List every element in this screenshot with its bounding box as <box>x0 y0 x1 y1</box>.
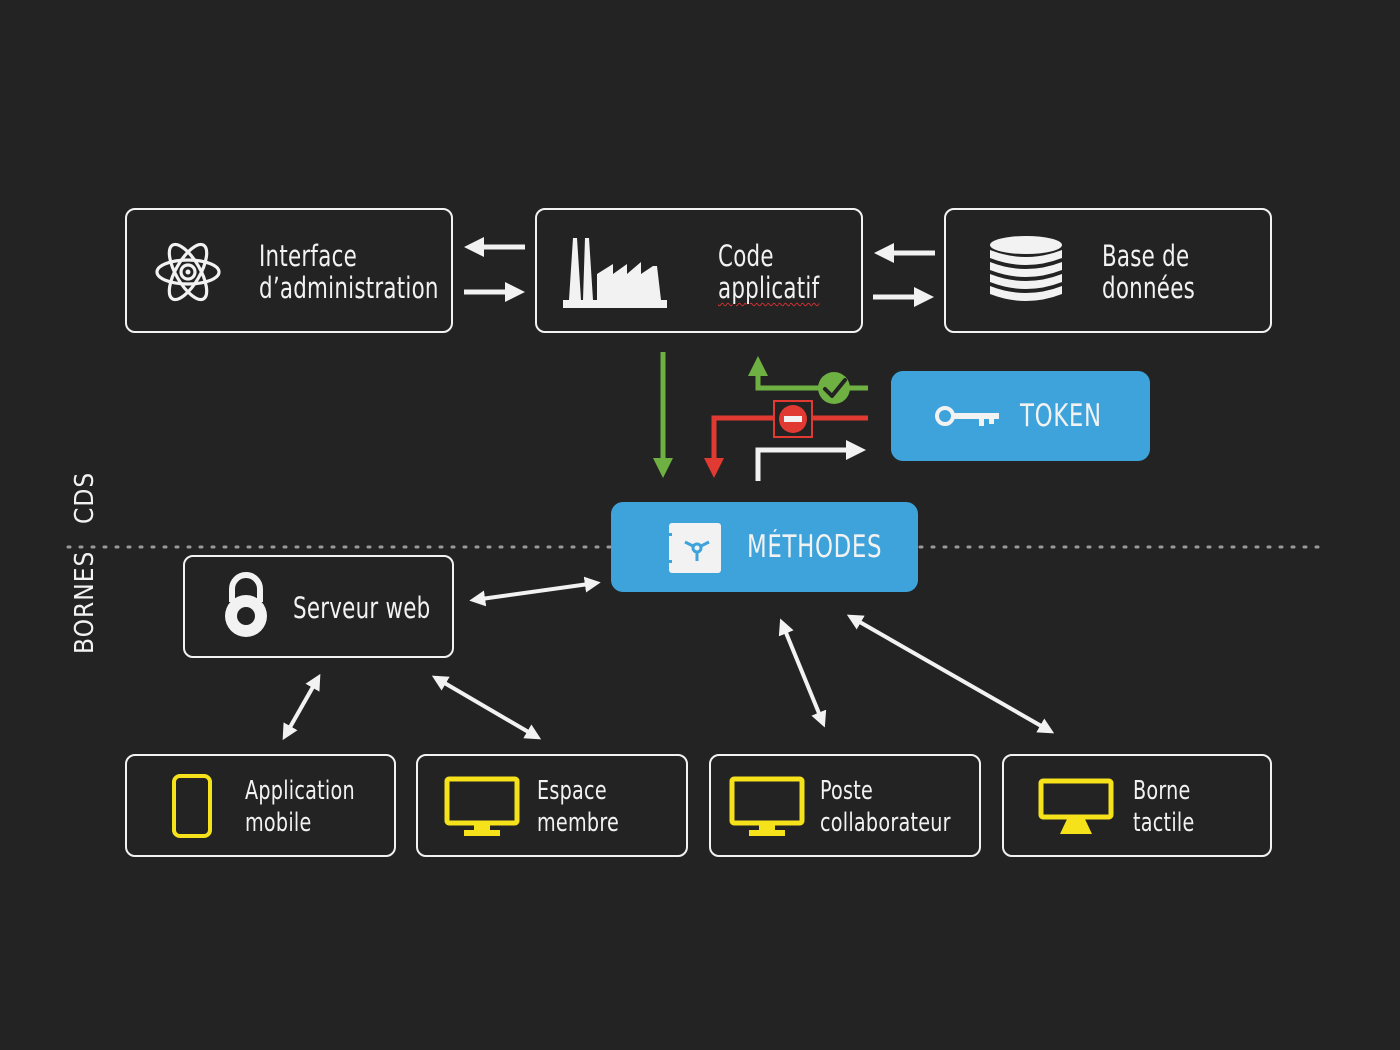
arrow-methods-kiosk <box>846 614 1055 734</box>
application-code-line2: applicatif <box>718 271 820 305</box>
client-member-label: Espace membre <box>537 775 619 839</box>
client-member-line1: Espace <box>537 776 607 806</box>
arrow-webserver-member <box>431 675 542 740</box>
client-mobile-line2: mobile <box>245 808 312 838</box>
web-server-label: Serveur web <box>293 591 431 625</box>
client-member-line2: membre <box>537 808 620 838</box>
arrow-methods-to-token <box>755 440 867 481</box>
database-node: Base de données <box>944 208 1272 333</box>
arrow-webserver-methods <box>469 576 601 607</box>
kiosk-icon <box>1038 778 1114 834</box>
client-collaborator-line2: collaborateur <box>820 808 951 838</box>
admin-interface-node: Interface d’administration <box>125 208 453 333</box>
monitor-icon <box>729 776 805 836</box>
arrow-token-refused <box>704 415 868 479</box>
database-label: Base de données <box>1102 240 1195 304</box>
client-kiosk-label: Borne tactile <box>1133 775 1195 839</box>
arrow-token-accepted <box>748 355 868 391</box>
zone-label-cds: CDS <box>70 471 100 524</box>
client-kiosk: Borne tactile <box>1002 754 1272 857</box>
client-member-space: Espace membre <box>416 754 688 857</box>
key-icon <box>935 406 999 426</box>
arrow-webserver-mobile <box>282 673 321 741</box>
client-collaborator-label: Poste collaborateur <box>820 775 951 839</box>
factory-icon <box>563 238 667 308</box>
admin-interface-line2: d’administration <box>259 271 439 305</box>
application-code-node: Code applicatif <box>535 208 863 333</box>
atom-icon <box>155 242 221 302</box>
client-collaborator-line1: Poste <box>820 776 874 806</box>
admin-interface-line1: Interface <box>259 239 357 273</box>
application-code-line1: Code <box>718 239 774 273</box>
arrow-methods-collaborator <box>778 618 827 728</box>
client-mobile-label: Application mobile <box>245 775 355 839</box>
client-mobile-line1: Application <box>245 776 355 806</box>
safe-icon <box>667 523 721 573</box>
zone-label-bornes: BORNES <box>70 550 100 654</box>
token-node: TOKEN <box>891 371 1150 461</box>
methods-node: MÉTHODES <box>611 502 918 592</box>
no-entry-icon <box>773 400 813 438</box>
token-label: TOKEN <box>1020 398 1102 434</box>
smartphone-icon <box>172 774 212 838</box>
client-kiosk-line1: Borne <box>1133 776 1191 806</box>
client-collaborator: Poste collaborateur <box>709 754 981 857</box>
client-mobile-app: Application mobile <box>125 754 396 857</box>
client-kiosk-line2: tactile <box>1133 808 1195 838</box>
application-code-label: Code applicatif <box>718 240 819 304</box>
database-icon <box>990 236 1062 301</box>
check-icon <box>818 372 850 404</box>
padlock-icon <box>225 572 267 637</box>
database-line2: données <box>1102 271 1196 305</box>
database-line1: Base de <box>1102 239 1190 273</box>
monitor-icon <box>444 776 520 836</box>
methods-label: MÉTHODES <box>747 529 883 565</box>
web-server-node: Serveur web <box>183 555 454 658</box>
admin-interface-label: Interface d’administration <box>259 240 439 304</box>
